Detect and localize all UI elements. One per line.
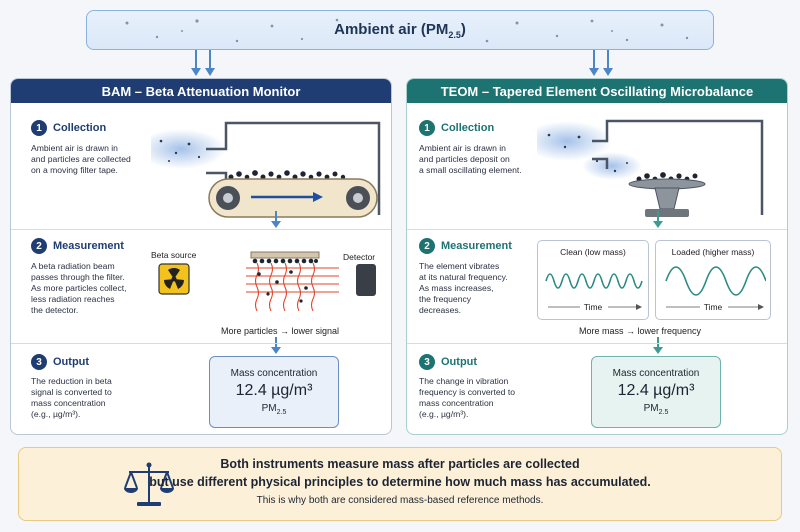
teom-step3-number: 3 bbox=[419, 354, 435, 370]
bam-step2-title: Measurement bbox=[53, 240, 124, 252]
bam-step3-title: Output bbox=[53, 356, 90, 368]
teom-step3-title: Output bbox=[441, 356, 478, 368]
bam-output-label: Mass concentration bbox=[230, 368, 318, 379]
clean-time-label: Time bbox=[583, 302, 603, 312]
ambient-air-title: Ambient air (PM2.5) bbox=[334, 20, 466, 40]
clean-wave-label: Clean (low mass) bbox=[560, 247, 626, 257]
ambient-air-banner: Ambient air (PM2.5) bbox=[86, 10, 714, 50]
bam-step1-title: Collection bbox=[53, 122, 107, 134]
bam-measurement-section: 2 Measurement A beta radiation beam pass… bbox=[11, 229, 391, 343]
beta-attenuation-illustration bbox=[158, 251, 376, 312]
bam-step2-caption: More particles → lower signal bbox=[221, 326, 340, 336]
teom-step1-desc: Ambient air is drawn in and particles de… bbox=[419, 143, 522, 175]
detector-label: Detector bbox=[343, 252, 376, 262]
bam-step3-number: 3 bbox=[31, 354, 47, 370]
bam-title: BAM – Beta Attenuation Monitor bbox=[11, 79, 391, 103]
bam-step1-arrow bbox=[271, 211, 281, 228]
clean-wave-box: Clean (low mass) Time bbox=[537, 240, 649, 320]
bam-panel: BAM – Beta Attenuation Monitor 1 Collect… bbox=[10, 78, 392, 435]
bam-output-value: 12.4 µg/m³ bbox=[235, 382, 313, 399]
beta-source-label: Beta source bbox=[151, 250, 197, 260]
banner-arrows bbox=[191, 50, 613, 76]
teom-output-section: 3 Output The change in vibration frequen… bbox=[407, 343, 787, 434]
teom-collection-section: 1 Collection Ambient air is drawn in and… bbox=[407, 103, 787, 229]
scale-icon bbox=[124, 462, 174, 506]
loaded-time-label: Time bbox=[703, 302, 723, 312]
bam-step1-number: 1 bbox=[31, 120, 47, 136]
summary-line-3: This is why both are considered mass-bas… bbox=[256, 495, 544, 506]
teom-output-pm: PM2.5 bbox=[643, 403, 669, 416]
bam-step2-arrow bbox=[271, 337, 281, 354]
bam-step3-desc: The reduction in beta signal is converte… bbox=[31, 376, 112, 419]
teom-step2-arrow bbox=[653, 337, 663, 354]
bam-step1-desc: Ambient air is drawn in and particles ar… bbox=[31, 143, 131, 175]
bam-collection-section: 1 Collection Ambient air is drawn in and… bbox=[11, 103, 391, 229]
high-frequency-wave bbox=[545, 273, 643, 313]
bam-output-pm: PM2.5 bbox=[261, 403, 287, 416]
teom-title: TEOM – Tapered Element Oscillating Micro… bbox=[407, 79, 787, 103]
oscillating-element-illustration bbox=[537, 119, 764, 217]
summary-line-2: but use different physical principles to… bbox=[149, 475, 651, 489]
summary-line-1: Both instruments measure mass after part… bbox=[220, 457, 580, 471]
bam-step2-number: 2 bbox=[31, 238, 47, 254]
teom-step2-title: Measurement bbox=[441, 240, 512, 252]
teom-step3-desc: The change in vibration frequency is con… bbox=[419, 376, 516, 419]
teom-output-box: Mass concentration 12.4 µg/m³ PM2.5 bbox=[591, 356, 721, 428]
loaded-wave-box: Loaded (higher mass) Time bbox=[655, 240, 771, 320]
teom-step1-title: Collection bbox=[441, 122, 495, 134]
bam-output-section: 3 Output The reduction in beta signal is… bbox=[11, 343, 391, 434]
low-frequency-wave bbox=[665, 266, 766, 313]
teom-step1-number: 1 bbox=[419, 120, 435, 136]
teom-step2-number: 2 bbox=[419, 238, 435, 254]
filter-tape-illustration bbox=[151, 121, 381, 218]
loaded-wave-label: Loaded (higher mass) bbox=[671, 247, 755, 257]
detector-box bbox=[356, 264, 376, 296]
teom-step2-caption: More mass → lower frequency bbox=[579, 326, 702, 336]
bam-output-box: Mass concentration 12.4 µg/m³ PM2.5 bbox=[209, 356, 339, 428]
air-particles-decoration bbox=[125, 18, 689, 43]
teom-output-value: 12.4 µg/m³ bbox=[617, 382, 695, 399]
teom-measurement-section: 2 Measurement The element vibrates at it… bbox=[407, 229, 787, 343]
teom-panel: TEOM – Tapered Element Oscillating Micro… bbox=[406, 78, 788, 435]
teom-output-label: Mass concentration bbox=[612, 368, 700, 379]
teom-step1-arrow bbox=[653, 211, 663, 228]
summary-banner: Both instruments measure mass after part… bbox=[18, 447, 782, 521]
teom-step2-desc: The element vibrates at its natural freq… bbox=[419, 261, 508, 315]
bam-step2-desc: A beta radiation beam passes through the… bbox=[31, 261, 127, 315]
